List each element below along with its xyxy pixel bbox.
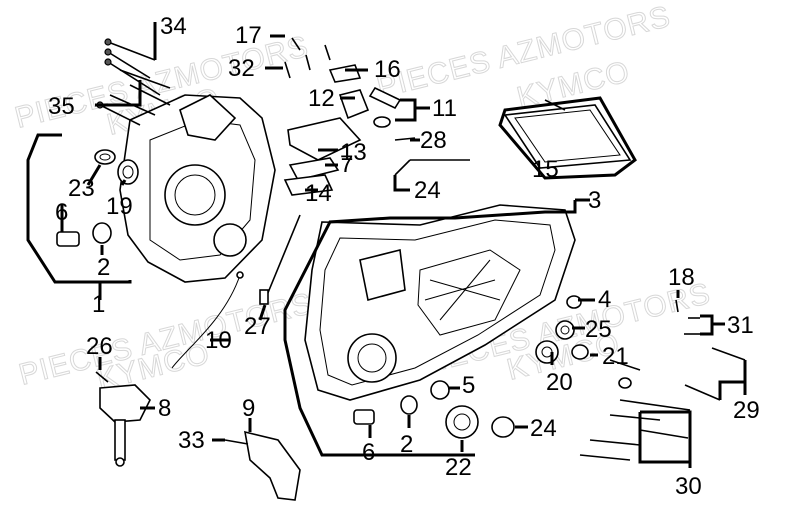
callout-8: 8 (158, 395, 171, 422)
callout-5: 5 (462, 372, 475, 399)
left-bearings (56, 149, 139, 247)
callout-11: 11 (432, 95, 457, 122)
intake-parts (283, 37, 470, 196)
callout-7: 7 (340, 151, 353, 178)
callout-3: 3 (588, 187, 601, 214)
callout-28: 28 (420, 127, 447, 154)
leader-lines (26, 22, 747, 468)
callout-labels: 1 2 2 3 4 5 6 6 7 8 9 10 11 12 13 14 15 … (48, 13, 760, 500)
callout-13: 13 (340, 139, 367, 166)
callout-27: 27 (244, 313, 271, 340)
callout-6: 6 (362, 439, 375, 466)
right-bolts (579, 299, 746, 461)
callout-18: 18 (668, 264, 695, 291)
callout-29: 29 (733, 397, 760, 424)
callout-21: 21 (602, 343, 629, 370)
callout-9: 9 (242, 395, 255, 422)
callout-17: 17 (235, 22, 262, 49)
left-crankcase (119, 94, 276, 283)
callout-22: 22 (445, 454, 472, 481)
right-crankcase (304, 204, 576, 401)
callout-1: 1 (92, 291, 105, 318)
callout-25: 25 (585, 316, 612, 343)
callout-10: 10 (205, 327, 232, 354)
callout-26: 26 (86, 333, 113, 360)
callout-33: 33 (178, 427, 205, 454)
callout-24: 24 (414, 177, 441, 204)
callout-2: 2 (97, 254, 110, 281)
callout-23: 23 (68, 175, 95, 202)
callout-19: 19 (106, 193, 133, 220)
dowel-pin-27 (259, 214, 301, 305)
callout-31: 31 (727, 312, 754, 339)
callout-20: 20 (546, 369, 573, 396)
callout-24: 24 (530, 415, 557, 442)
callout-14: 14 (305, 180, 332, 207)
callout-35: 35 (48, 93, 75, 120)
oil-line (171, 271, 244, 369)
callout-16: 16 (374, 56, 401, 83)
bracket (224, 430, 301, 501)
callout-30: 30 (675, 473, 702, 500)
callout-2: 2 (400, 431, 413, 458)
oil-pump (95, 371, 151, 467)
callout-15: 15 (532, 156, 559, 183)
callout-4: 4 (598, 286, 611, 313)
callout-12: 12 (308, 85, 335, 112)
callout-6: 6 (55, 199, 68, 226)
bolt-group-34-35 (96, 38, 171, 126)
callout-34: 34 (160, 13, 187, 40)
filter-element (503, 99, 632, 169)
callout-32: 32 (228, 55, 255, 82)
right-bearings (353, 295, 589, 439)
